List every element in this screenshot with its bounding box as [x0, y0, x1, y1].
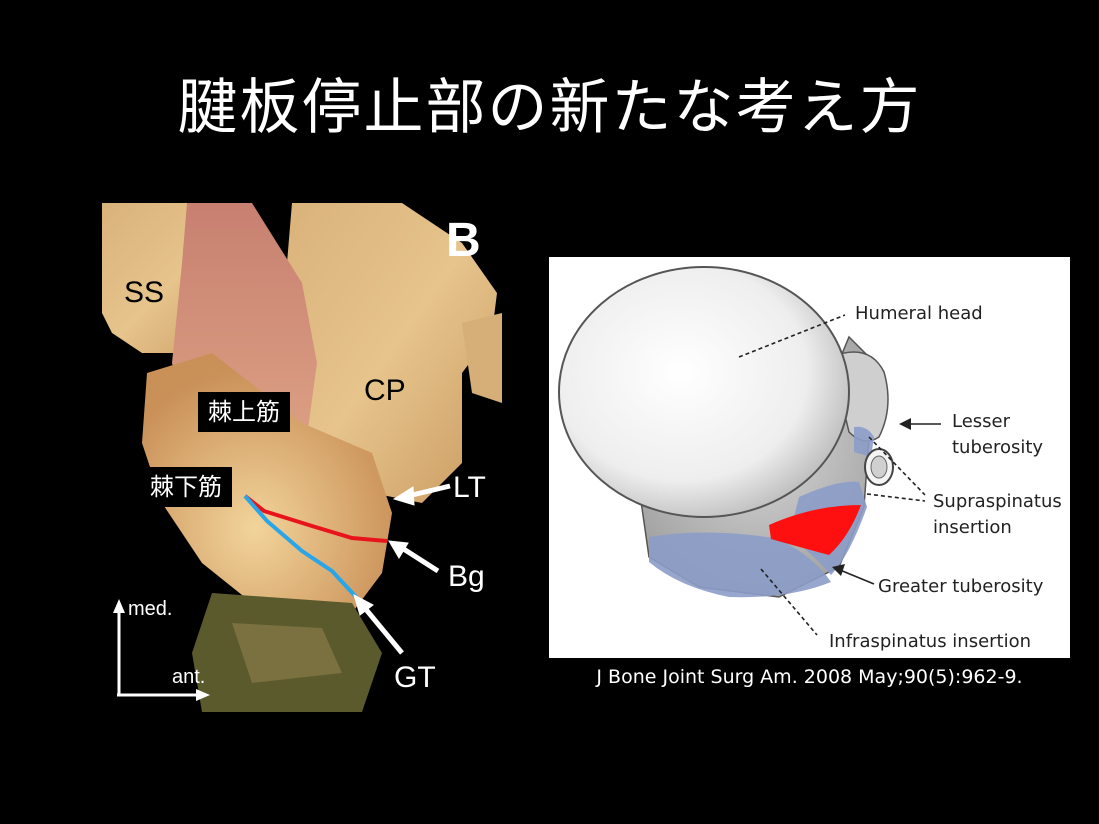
label-infraspinatus-insertion: Infraspinatus insertion — [829, 631, 1032, 652]
label-bg: Bg — [448, 560, 485, 593]
orientation-axes — [113, 599, 210, 701]
label-ss: SS — [124, 276, 165, 309]
infraspinatus-insertion-area — [649, 532, 831, 598]
label-supraspinatus-2: insertion — [933, 517, 1012, 538]
slide-title: 腱板停止部の新たな考え方 — [177, 73, 922, 143]
label-greater-tuberosity: Greater tuberosity — [878, 576, 1044, 597]
label-gt: GT — [394, 661, 436, 694]
panel-letter: B — [446, 214, 481, 267]
anatomy-photo-panel: B SS CP LT Bg GT 棘上筋 棘下筋 med. ant. — [102, 203, 502, 712]
label-infraspinatus-jp: 棘下筋 — [140, 467, 232, 507]
label-supraspinatus-jp: 棘上筋 — [198, 392, 290, 432]
axis-label-ant: ant. — [172, 666, 206, 688]
bare-area-boundary-line — [243, 494, 388, 543]
label-lt: LT — [453, 471, 486, 504]
citation: J Bone Joint Surg Am. 2008 May;90(5):962… — [596, 666, 1023, 688]
label-lesser-tuberosity-2: tuberosity — [952, 437, 1044, 458]
humerus-diagram-panel: Humeral head Lesser tuberosity Supraspin… — [549, 257, 1070, 658]
leader-lines — [738, 314, 926, 636]
label-humeral-head: Humeral head — [855, 303, 983, 324]
label-cp: CP — [364, 374, 406, 407]
diagram-arrows — [832, 418, 941, 585]
infraspinatus-boundary-line — [243, 494, 359, 600]
label-lesser-tuberosity-1: Lesser — [952, 411, 1011, 432]
axis-label-med: med. — [128, 598, 173, 620]
humerus-diagram-illustration — [558, 266, 941, 636]
photo-arrows — [353, 483, 451, 655]
red-insertion-area — [769, 505, 861, 555]
label-supraspinatus-1: Supraspinatus — [933, 491, 1062, 512]
